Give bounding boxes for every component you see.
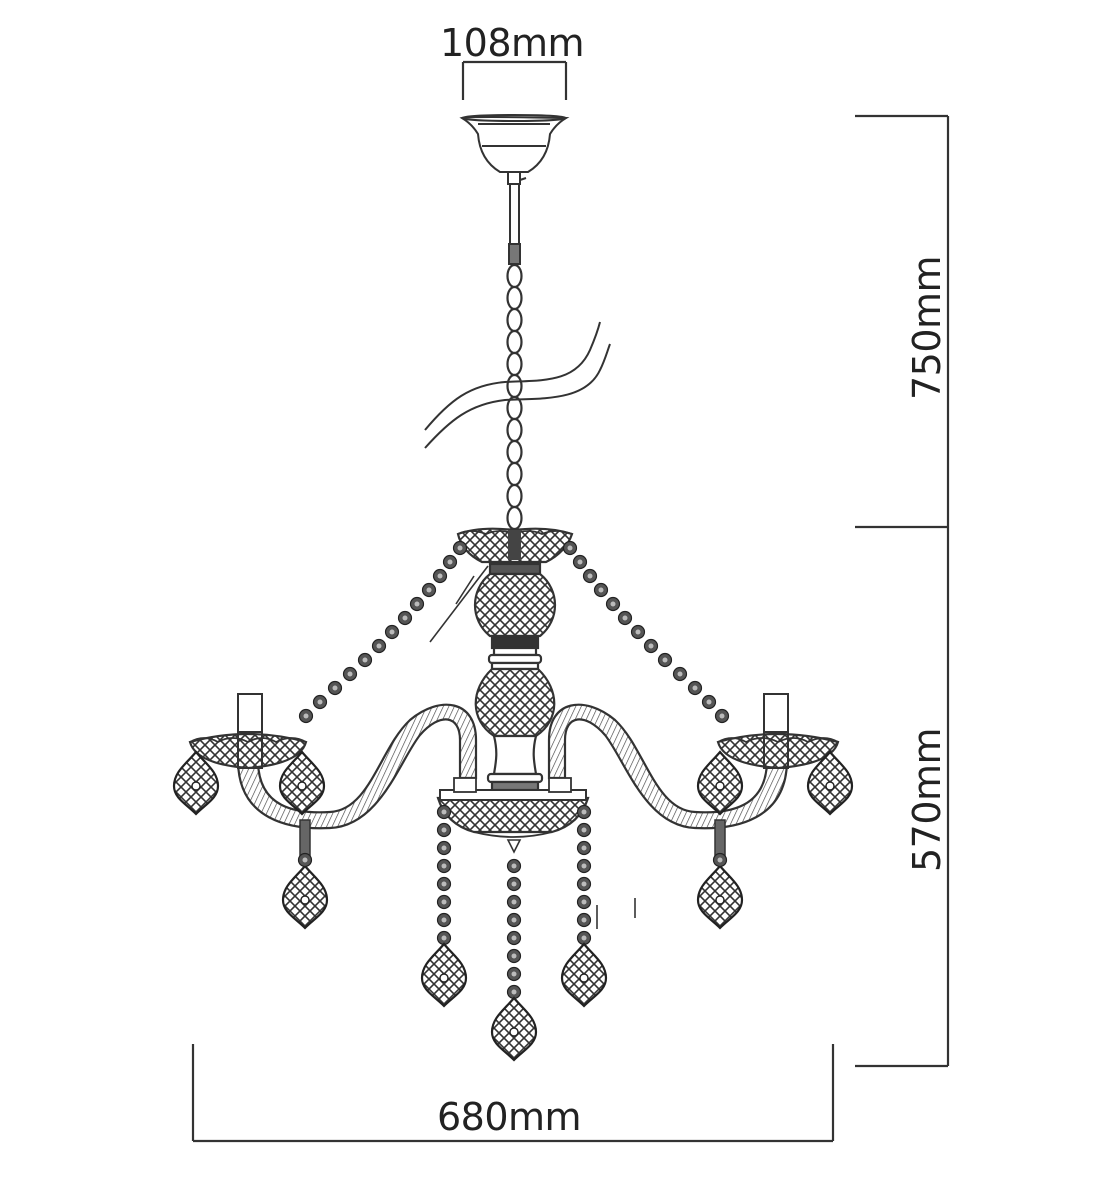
canopy-width-label: 108mm xyxy=(440,21,585,65)
chain xyxy=(506,263,523,531)
bead-strand-center xyxy=(506,858,522,1000)
drop-length-label: 750mm xyxy=(905,255,949,400)
central-column xyxy=(473,562,557,792)
bead-strand-left xyxy=(436,804,452,946)
overall-width-label: 680mm xyxy=(437,1095,582,1139)
break-symbol xyxy=(424,321,611,449)
dimension-body-height xyxy=(855,527,950,1068)
lower-bowl xyxy=(436,777,590,854)
dimension-overall-width xyxy=(191,1044,835,1143)
canopy xyxy=(459,114,570,173)
dimension-canopy-width xyxy=(461,60,568,100)
upper-crown xyxy=(456,527,574,564)
left-candle-cup xyxy=(188,693,308,770)
body-height-label: 570mm xyxy=(905,727,949,872)
dimension-drop-length xyxy=(855,114,950,529)
bead-strand-right xyxy=(576,804,592,946)
hanging-rod xyxy=(507,171,527,265)
right-garland xyxy=(562,540,730,724)
glare-lines xyxy=(429,565,636,929)
left-garland xyxy=(298,540,468,724)
right-candle-cup xyxy=(716,693,840,770)
